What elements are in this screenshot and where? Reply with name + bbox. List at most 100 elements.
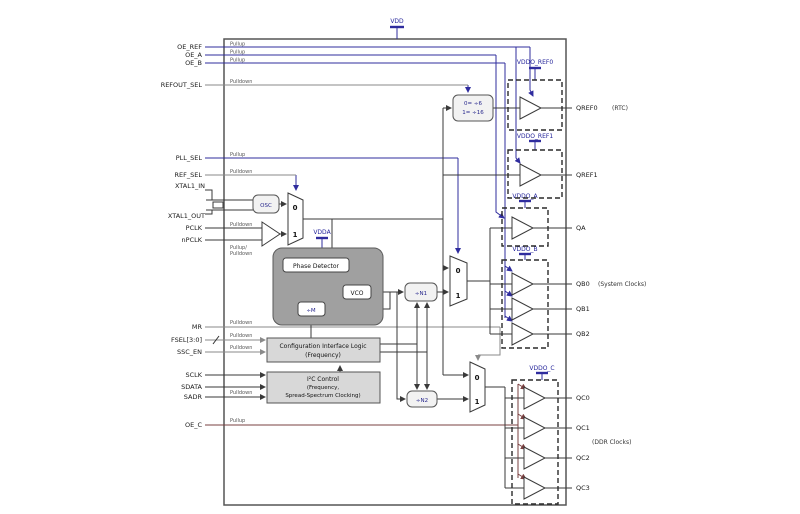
output-buffers <box>511 96 547 500</box>
out-qc1: QC1 <box>576 424 590 432</box>
output-pin-labels: QREF0 (RTC) QREF1 QA QB0 (System Clocks)… <box>576 104 646 492</box>
select-wires <box>205 84 501 361</box>
qc0-buffer <box>523 386 547 410</box>
qc1-buffer <box>523 416 547 440</box>
pull-fsel: Pulldown <box>230 333 252 339</box>
vddo-b-power-pin <box>519 252 531 260</box>
pin-oe-ref: OE_REF <box>177 43 202 51</box>
osc-label: OSC <box>260 203 272 209</box>
qc2-buffer <box>523 446 547 470</box>
ref-divider-line1: 0= ÷6 <box>464 101 482 107</box>
pin-sdata: SDATA <box>181 383 202 391</box>
reference-mux <box>287 192 304 246</box>
out-qref1: QREF1 <box>576 171 598 179</box>
config-line1: Configuration Interface Logic <box>279 343 366 350</box>
pin-ssc-en: SSC_EN <box>177 348 202 356</box>
vddo-ref0-power-pin <box>529 66 541 80</box>
pin-xtal1-out: XTAL1_OUT <box>168 212 205 220</box>
pull-mr: Pulldown <box>230 320 252 326</box>
reference-mux-0: 0 <box>293 204 298 212</box>
qc-bank-box <box>511 379 559 505</box>
ref0-bank-box <box>507 79 563 131</box>
ref-divider-block <box>452 94 494 122</box>
note-rtc: (RTC) <box>612 105 628 112</box>
pin-pclk: PCLK <box>186 224 203 232</box>
n2-mux-0: 0 <box>475 374 480 382</box>
pull-ssc-en: Pulldown <box>230 345 252 351</box>
pull-oe-c: Pullup <box>230 418 245 424</box>
left-pin-labels: OE_REF OE_A OE_B REFOUT_SEL PLL_SEL REF_… <box>161 43 205 429</box>
ref-divider-line2: 1= ÷16 <box>462 110 484 116</box>
pull-annotations: Pullup Pullup Pullup Pulldown Pullup Pul… <box>230 42 252 425</box>
vddo-c-label: VDDO_C <box>529 365 554 372</box>
pull-pclk: Pulldown <box>230 222 252 228</box>
n1-mux-1: 1 <box>456 292 461 300</box>
pin-fsel: FSEL[3:0] <box>171 336 202 344</box>
note-ddr-clocks: (DDR Clocks) <box>592 439 631 446</box>
config-interface-block <box>266 337 381 363</box>
vddo-c-power-pin <box>536 371 548 380</box>
pull-ref-sel: Pulldown <box>230 169 252 175</box>
i2c-line3: Spread-Spectrum Clocking) <box>285 393 360 399</box>
pin-sadr: SADR <box>184 393 203 401</box>
out-qc0: QC0 <box>576 394 590 402</box>
n1-bypass-mux <box>449 255 468 307</box>
pin-ref-sel: REF_SEL <box>175 171 203 179</box>
qa-bank-box <box>501 207 549 247</box>
qa-buffer <box>511 216 535 240</box>
qref0-buffer <box>519 96 543 120</box>
clock-wires <box>205 105 572 489</box>
vddo-a-power-pin <box>519 199 531 208</box>
vdda-power-pin <box>316 236 328 248</box>
vdda-label: VDDA <box>313 229 331 236</box>
chip-boundary <box>223 38 567 506</box>
vdd-power-pin <box>390 25 404 39</box>
pin-refout-sel: REFOUT_SEL <box>161 81 203 89</box>
pull-refout-sel: Pulldown <box>230 79 252 85</box>
osc-block <box>252 194 280 214</box>
qb2-buffer <box>511 322 535 346</box>
feedback-divider-label: ÷M <box>306 308 316 314</box>
vddo-b-label: VDDO_B <box>512 246 537 253</box>
i2c-line1: I²C Control <box>307 376 339 383</box>
output-bank-boxes <box>501 79 563 505</box>
ref1-bank-box <box>507 149 563 199</box>
qref1-buffer <box>519 163 543 187</box>
n1-divider-block <box>404 282 438 302</box>
n2-bypass-mux <box>469 361 486 413</box>
qb-bank-box <box>501 259 549 349</box>
pull-pll-sel: Pullup <box>230 152 245 158</box>
fsel-bus-slash <box>212 335 220 345</box>
out-qc2: QC2 <box>576 454 590 462</box>
pull-npclk-1: Pullup/ <box>230 245 247 251</box>
vddo-a-label: VDDO_A <box>512 193 538 200</box>
reference-mux-1: 1 <box>293 231 298 239</box>
pull-npclk-2: Pulldown <box>230 251 252 257</box>
out-qref0: QREF0 <box>576 104 598 112</box>
pin-mr: MR <box>192 323 203 331</box>
vco-block <box>342 284 372 300</box>
out-qb1: QB1 <box>576 305 590 313</box>
n2-mux-1: 1 <box>475 398 480 406</box>
pin-oe-a: OE_A <box>185 51 202 59</box>
pull-sadr: Pulldown <box>230 390 252 396</box>
out-qb0: QB0 <box>576 280 590 288</box>
phase-detector-block <box>282 257 350 273</box>
pin-xtal1-in: XTAL1_IN <box>175 182 205 190</box>
note-system-clocks: (System Clocks) <box>598 281 646 288</box>
vddo-ref1-label: VDDO_REF1 <box>517 133 553 140</box>
n2-divider-block <box>406 390 438 408</box>
out-qa: QA <box>576 224 586 232</box>
out-qc3: QC3 <box>576 484 590 492</box>
pull-oe-a: Pullup <box>230 50 245 56</box>
pin-oe-c: OE_C <box>185 421 202 429</box>
phase-detector-label: Phase Detector <box>293 263 340 270</box>
pin-oe-b: OE_B <box>185 59 202 67</box>
crystal-symbol <box>212 201 224 209</box>
vddo-ref1-power-pin <box>529 139 541 150</box>
pclk-input-buffer <box>261 221 281 247</box>
i2c-control-block <box>266 371 381 404</box>
vddo-ref0-label: VDDO_REF0 <box>517 59 553 66</box>
